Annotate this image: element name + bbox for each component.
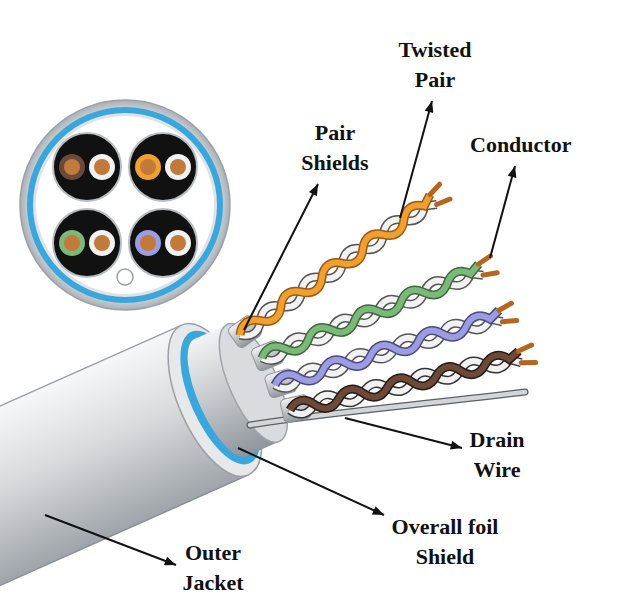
cable-body xyxy=(0,298,309,609)
part-label: Overall foil Shield xyxy=(380,512,510,572)
leader-lines xyxy=(45,101,515,565)
part-label: Outer Jacket xyxy=(168,538,258,598)
green-pair xyxy=(250,253,498,372)
part-label: Conductor xyxy=(470,130,571,160)
part-label: Pair Shields xyxy=(290,118,380,178)
part-label: Drain Wire xyxy=(457,425,537,485)
part-label: Twisted Pair xyxy=(385,35,485,95)
cross-section xyxy=(20,100,230,310)
orange-pair xyxy=(227,182,452,350)
